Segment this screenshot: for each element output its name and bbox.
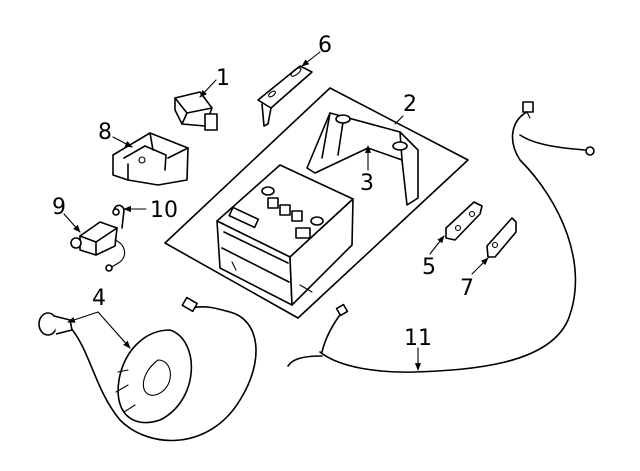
callout-5: 5 [422,255,436,280]
mounting-bracket [112,132,189,186]
callout-labels: 1 2 3 4 5 6 7 8 9 10 11 [52,33,474,351]
battery-hold-down-bracket [306,112,419,206]
callout-1: 1 [216,66,230,91]
callout-6: 6 [318,33,332,58]
callout-7: 7 [460,276,474,301]
bracket-6 [257,65,313,127]
bracket-7 [486,217,517,258]
battery [216,164,354,306]
callout-11: 11 [404,326,432,351]
wiring-harness-11 [287,101,595,373]
callout-4: 4 [92,286,106,311]
callout-2: 2 [403,92,417,117]
callout-leaders [63,51,489,371]
callout-8: 8 [98,120,112,145]
callout-3: 3 [360,171,374,196]
battery-tray [164,87,469,319]
dust-shield [115,329,193,424]
sensor-9 [70,221,126,272]
bracket-5 [445,201,483,241]
clip-10 [112,204,125,229]
relay [174,91,218,131]
sensor-cable-4 [38,296,257,442]
callout-10: 10 [150,198,178,223]
callout-9: 9 [52,195,66,220]
